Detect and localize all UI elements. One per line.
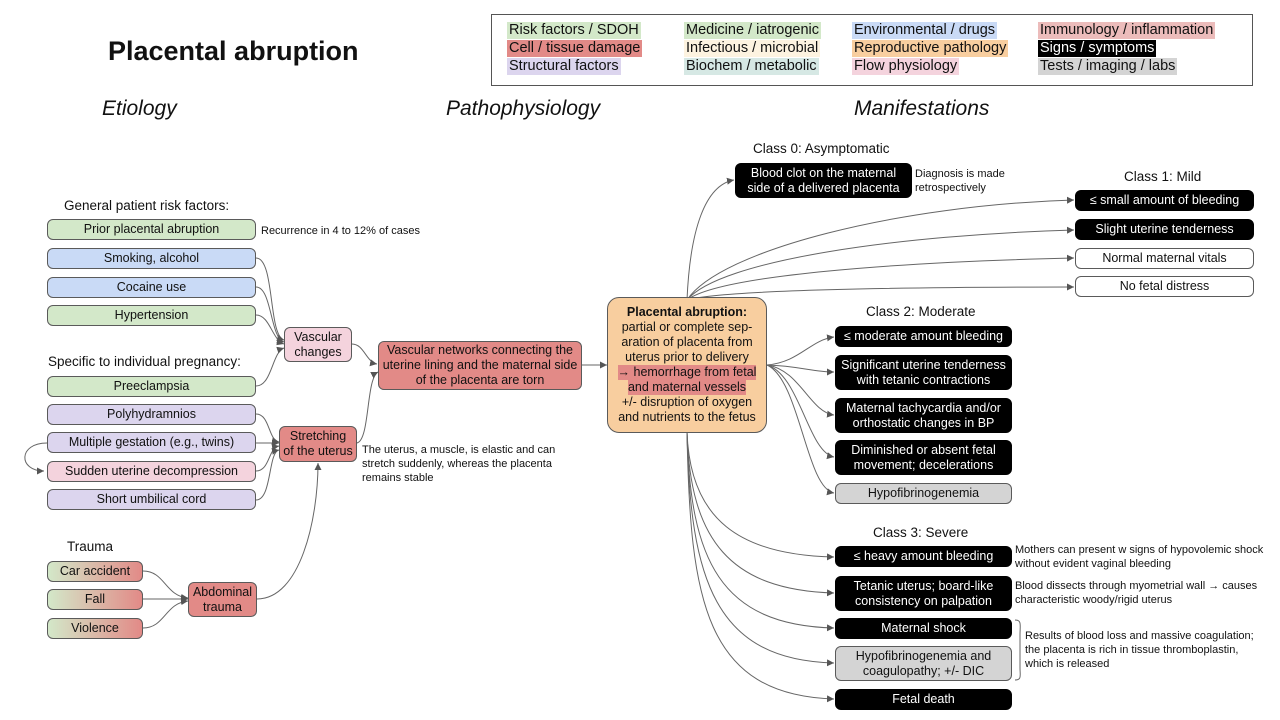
class1-label: Class 1: Mild <box>1124 169 1202 184</box>
class2-label: Class 2: Moderate <box>866 304 976 319</box>
legend-tests: Tests / imaging / labs <box>1038 58 1178 75</box>
multiple-gestation-box: Multiple gestation (e.g., twins) <box>47 432 256 453</box>
specific-pregnancy-label: Specific to individual pregnancy: <box>48 354 241 369</box>
abdominal-trauma-box: Abdominal trauma <box>188 582 257 617</box>
legend-risk: Risk factors / SDOH <box>507 22 641 39</box>
sudden-decompression-box: Sudden uterine decompression <box>47 461 256 482</box>
significant-tenderness-box: Significant uterine tenderness with teta… <box>835 355 1012 390</box>
fetal-death-box: Fetal death <box>835 689 1012 710</box>
fall-box: Fall <box>47 589 143 610</box>
central-hemorrhage-1: → hemorrhage from fetal <box>617 365 757 380</box>
vascular-changes-box: Vascular changes <box>284 327 352 362</box>
legend-medicine: Medicine / iatrogenic <box>684 22 821 39</box>
section-pathophysiology: Pathophysiology <box>446 97 601 120</box>
placental-abruption-central: Placental abruption: partial or complete… <box>607 297 767 433</box>
diagnosis-note: Diagnosis is made retrospectively <box>915 168 1005 194</box>
prior-abruption-note: Recurrence in 4 to 12% of cases <box>261 225 420 237</box>
blood-clot-box: Blood clot on the maternal side of a del… <box>735 163 912 198</box>
violence-box: Violence <box>47 618 143 639</box>
legend-cell: Cell / tissue damage <box>507 40 643 57</box>
smoking-alcohol-box: Smoking, alcohol <box>47 248 256 269</box>
maternal-shock-box: Maternal shock <box>835 618 1012 639</box>
slight-tenderness-box: Slight uterine tenderness <box>1075 219 1254 240</box>
preeclampsia-box: Preeclampsia <box>47 376 256 397</box>
class0-label: Class 0: Asymptomatic <box>753 141 890 156</box>
legend-flow: Flow physiology <box>852 58 960 75</box>
central-definition: partial or complete sep-aration of place… <box>621 320 753 364</box>
moderate-bleeding-box: ≤ moderate amount bleeding <box>835 326 1012 347</box>
page-title: Placental abruption <box>108 36 359 66</box>
legend-signs: Signs / symptoms <box>1038 40 1157 57</box>
prior-abruption-box: Prior placental abruption <box>47 219 256 240</box>
heavy-bleeding-box: ≤ heavy amount bleeding <box>835 546 1012 567</box>
trauma-label: Trauma <box>67 539 114 554</box>
tetanic-uterus-note: Blood dissects through myometrial wall →… <box>1015 580 1258 606</box>
general-risk-label: General patient risk factors: <box>64 198 230 213</box>
tachycardia-box: Maternal tachycardia and/or orthostatic … <box>835 398 1012 433</box>
section-manifestations: Manifestations <box>854 97 990 120</box>
car-accident-box: Car accident <box>47 561 143 582</box>
class3-label: Class 3: Severe <box>873 525 969 540</box>
normal-vitals-box: Normal maternal vitals <box>1075 248 1254 269</box>
torn-networks-box: Vascular networks connecting the uterine… <box>378 341 582 390</box>
color-legend: Risk factors / SDOH Cell / tissue damage… <box>491 14 1253 86</box>
no-fetal-distress-box: No fetal distress <box>1075 276 1254 297</box>
section-etiology: Etiology <box>102 97 177 120</box>
diminished-movement-box: Diminished or absent fetal movement; dec… <box>835 440 1012 475</box>
legend-immunology: Immunology / inflammation <box>1038 22 1216 39</box>
cocaine-box: Cocaine use <box>47 277 256 298</box>
central-hemorrhage-2: and maternal vessels <box>627 380 747 395</box>
stretching-uterus-box: Stretching of the uterus <box>279 426 357 462</box>
shock-coagulation-note: Results of blood loss and massive coagul… <box>1025 630 1254 670</box>
legend-reproductive: Reproductive pathology <box>852 40 1009 57</box>
legend-infectious: Infectious / microbial <box>684 40 821 57</box>
legend-environmental: Environmental / drugs <box>852 22 998 39</box>
short-cord-box: Short umbilical cord <box>47 489 256 510</box>
stretching-note: The uterus, a muscle, is elastic and can… <box>362 444 556 484</box>
legend-structural: Structural factors <box>507 58 621 75</box>
legend-biochem: Biochem / metabolic <box>684 58 819 75</box>
hypofibrinogenemia-box: Hypofibrinogenemia <box>835 483 1012 504</box>
heavy-bleeding-note: Mothers can present w signs of hypovolem… <box>1015 544 1264 570</box>
coagulopathy-box: Hypofibrinogenemia and coagulopathy; +/-… <box>835 646 1012 681</box>
central-disruption: +/- disruption of oxygen and nutrients t… <box>618 395 756 424</box>
hypertension-box: Hypertension <box>47 305 256 326</box>
polyhydramnios-box: Polyhydramnios <box>47 404 256 425</box>
small-bleeding-box: ≤ small amount of bleeding <box>1075 190 1254 211</box>
central-title: Placental abruption: <box>626 305 748 319</box>
tetanic-uterus-box: Tetanic uterus; board-like consistency o… <box>835 576 1012 611</box>
